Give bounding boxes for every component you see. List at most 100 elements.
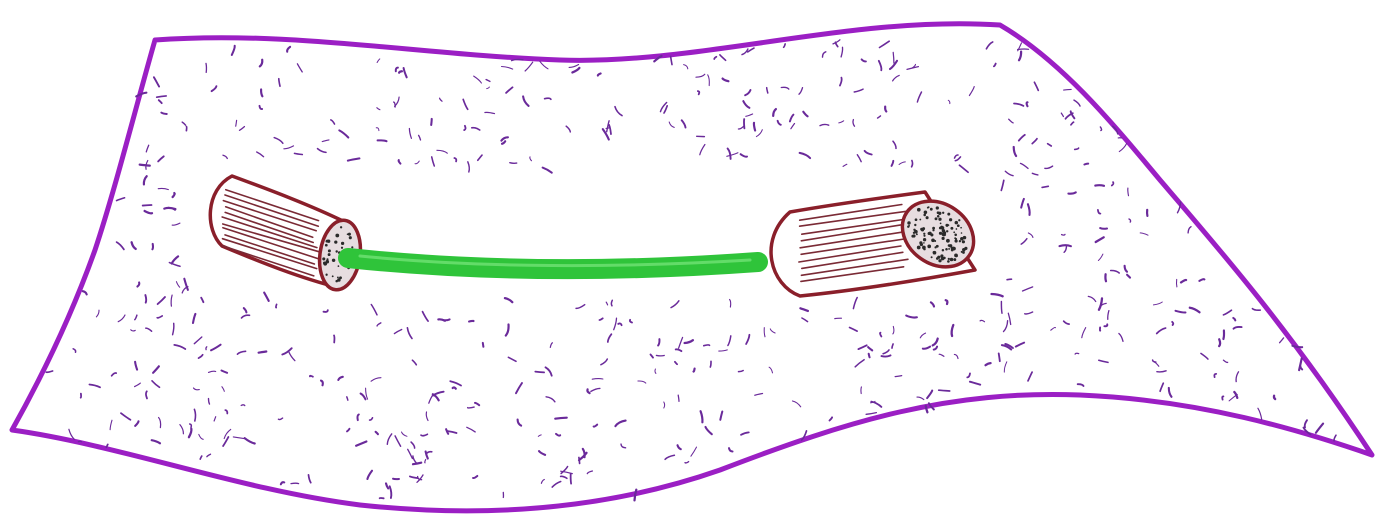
end-stipple-dot xyxy=(953,258,956,261)
end-stipple-dot xyxy=(347,233,349,235)
end-stipple-dot xyxy=(920,228,923,231)
end-stipple-dot xyxy=(942,249,944,251)
end-stipple-dot xyxy=(914,224,916,226)
end-stipple-dot xyxy=(962,240,965,243)
speckle-mark xyxy=(483,343,484,347)
speckle-mark xyxy=(468,407,474,408)
speckle-mark xyxy=(413,463,421,465)
speckle-mark xyxy=(555,418,567,419)
speckle-mark xyxy=(140,165,150,166)
end-stipple-dot xyxy=(351,246,353,248)
end-stipple-dot xyxy=(340,226,342,228)
end-stipple-dot xyxy=(341,247,343,249)
end-stipple-dot xyxy=(338,265,340,267)
end-stipple-dot xyxy=(923,235,925,237)
end-stipple-dot xyxy=(940,223,942,225)
speckle-mark xyxy=(1018,49,1029,50)
speckle-mark xyxy=(611,300,612,306)
end-stipple-dot xyxy=(957,224,960,227)
speckle-mark xyxy=(259,352,267,353)
end-stipple-dot xyxy=(325,244,328,247)
end-stipple-dot xyxy=(955,239,958,242)
end-stipple-dot xyxy=(923,238,926,241)
end-stipple-dot xyxy=(936,206,939,209)
end-stipple-dot xyxy=(349,236,352,239)
speckle-mark xyxy=(1060,245,1071,246)
end-stipple-dot xyxy=(326,258,328,260)
speckle-mark xyxy=(579,458,580,464)
end-stipple-dot xyxy=(915,218,918,221)
end-stipple-dot xyxy=(322,257,325,260)
end-stipple-dot xyxy=(907,225,909,227)
end-stipple-dot xyxy=(942,212,944,214)
end-stipple-dot xyxy=(328,253,331,256)
end-stipple-dot xyxy=(937,211,940,214)
speckle-mark xyxy=(443,319,449,320)
speckle-mark xyxy=(1064,89,1072,90)
speckle-mark xyxy=(1095,185,1104,186)
end-stipple-dot xyxy=(937,215,940,218)
end-stipple-dot xyxy=(956,228,958,230)
end-stipple-dot xyxy=(950,227,953,230)
speckle-mark xyxy=(152,244,153,249)
end-stipple-dot xyxy=(332,259,335,262)
end-stipple-dot xyxy=(947,213,950,216)
speckle-mark xyxy=(453,387,456,388)
end-stipple-dot xyxy=(337,278,341,282)
speckle-mark xyxy=(1062,234,1065,235)
end-stipple-dot xyxy=(328,249,331,252)
end-stipple-dot xyxy=(927,245,931,249)
end-stipple-dot xyxy=(938,259,941,262)
speckle-mark xyxy=(999,353,1000,361)
end-stipple-dot xyxy=(950,258,954,262)
end-stipple-dot xyxy=(941,257,944,260)
speckle-mark xyxy=(1223,331,1224,340)
speckle-mark xyxy=(145,295,146,303)
end-stipple-dot xyxy=(917,208,921,212)
end-stipple-dot xyxy=(923,242,925,244)
end-stipple-dot xyxy=(939,227,942,230)
end-stipple-dot xyxy=(954,234,957,237)
speckle-mark xyxy=(431,119,432,125)
end-stipple-dot xyxy=(942,229,946,233)
speckle-mark xyxy=(1172,322,1173,325)
speckle-mark xyxy=(535,372,544,373)
end-stipple-dot xyxy=(911,235,914,238)
speckle-mark xyxy=(1100,228,1107,229)
speckle-mark xyxy=(1219,339,1220,346)
speckle-mark xyxy=(678,395,679,401)
speckle-mark xyxy=(164,208,175,209)
end-stipple-dot xyxy=(326,240,328,242)
end-stipple-dot xyxy=(942,232,946,236)
speckle-mark xyxy=(1105,274,1106,281)
end-stipple-dot xyxy=(948,248,950,250)
speckle-mark xyxy=(1007,279,1011,280)
end-stipple-dot xyxy=(323,262,327,266)
end-stipple-dot xyxy=(923,233,925,235)
end-stipple-dot xyxy=(325,274,327,276)
speckle-mark xyxy=(704,345,710,346)
end-stipple-dot xyxy=(962,251,965,254)
speckle-mark xyxy=(912,161,913,167)
end-stipple-dot xyxy=(960,227,962,229)
end-stipple-dot xyxy=(933,251,937,255)
speckle-mark xyxy=(1042,186,1048,187)
speckle-mark xyxy=(469,321,473,322)
end-stipple-dot xyxy=(947,260,950,263)
end-stipple-dot xyxy=(922,246,926,250)
end-stipple-dot xyxy=(926,216,929,219)
speckle-mark xyxy=(276,304,277,307)
end-stipple-dot xyxy=(952,247,954,249)
end-stipple-dot xyxy=(928,206,930,208)
end-stipple-dot xyxy=(923,214,926,217)
end-stipple-dot xyxy=(928,232,931,235)
speckle-mark xyxy=(1292,346,1302,347)
end-stipple-dot xyxy=(341,242,344,245)
end-stipple-dot xyxy=(945,248,948,251)
end-stipple-dot xyxy=(953,231,955,233)
speckle-mark xyxy=(510,163,517,164)
end-stipple-dot xyxy=(959,240,961,242)
end-stipple-dot xyxy=(948,258,950,260)
speckle-mark xyxy=(939,390,950,391)
speckle-mark xyxy=(885,107,886,112)
